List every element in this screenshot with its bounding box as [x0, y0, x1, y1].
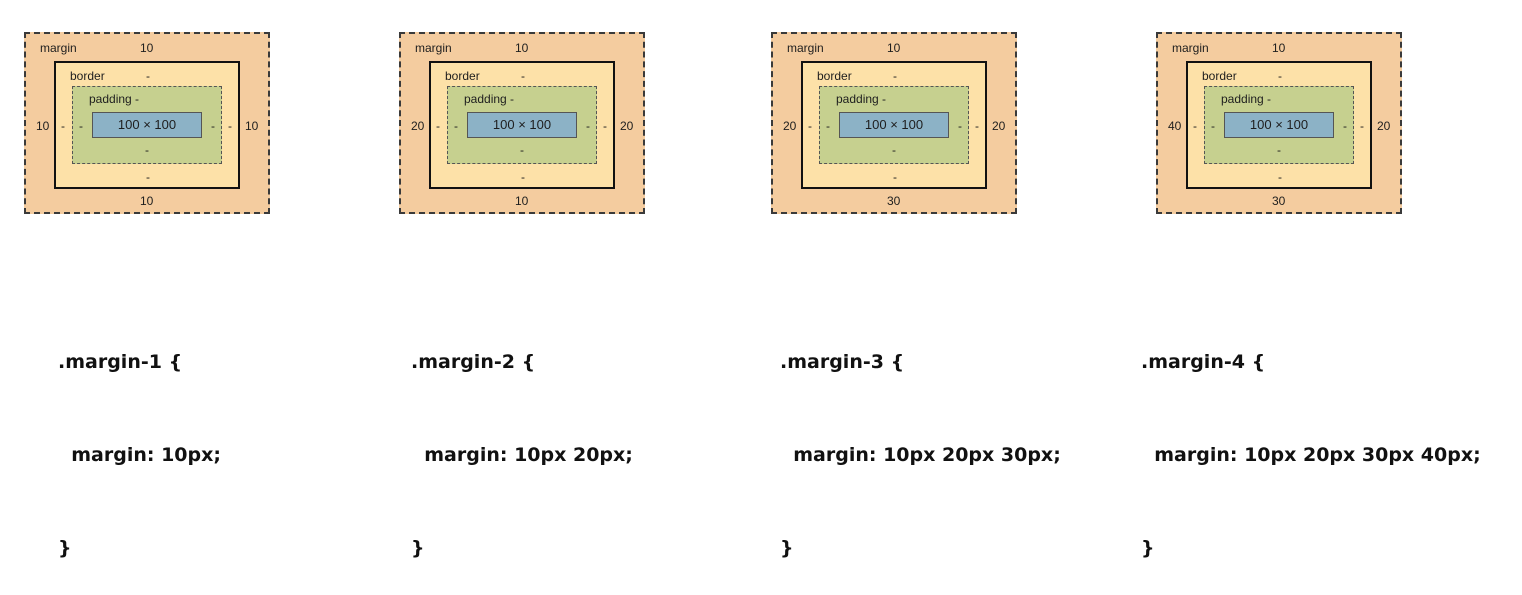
padding-label: padding -	[1221, 92, 1272, 106]
margin-right-value: 20	[1377, 119, 1391, 133]
margin-top-value: 10	[515, 41, 529, 55]
margin-label: margin	[1172, 41, 1209, 55]
code-snippet-2: .margin-2 { margin: 10px 20px; }	[411, 285, 633, 595]
code-close-brace: }	[780, 537, 794, 559]
padding-bottom-value: -	[1277, 143, 1281, 157]
padding-right-value: -	[211, 119, 215, 133]
padding-left-value: -	[1211, 119, 1215, 133]
padding-right-value: -	[958, 119, 962, 133]
border-label: border	[817, 69, 852, 83]
border-label: border	[1202, 69, 1237, 83]
padding-right-value: -	[586, 119, 590, 133]
border-top-value: -	[146, 69, 150, 83]
border-box: border - - - - padding - - - - 100 × 100	[54, 61, 240, 189]
margin-label: margin	[40, 41, 77, 55]
margin-left-value: 20	[411, 119, 425, 133]
border-box: border - - - - padding - - - - 100 × 100	[801, 61, 987, 189]
margin-top-value: 10	[887, 41, 901, 55]
border-right-value: -	[1360, 119, 1364, 133]
border-left-value: -	[808, 119, 812, 133]
margin-bottom-value: 30	[1272, 194, 1286, 208]
margin-left-value: 10	[36, 119, 50, 133]
padding-bottom-value: -	[145, 143, 149, 157]
code-declaration: margin: 10px 20px 30px 40px;	[1141, 444, 1481, 466]
border-top-value: -	[893, 69, 897, 83]
border-top-value: -	[1278, 69, 1282, 83]
code-declaration: margin: 10px 20px;	[411, 444, 633, 466]
box-model-diagram-1: margin 10 10 10 10 border - - - - paddin…	[24, 32, 270, 214]
margin-right-value: 10	[245, 119, 259, 133]
margin-bottom-value: 10	[515, 194, 529, 208]
code-close-brace: }	[411, 537, 425, 559]
code-snippet-1: .margin-1 { margin: 10px; }	[58, 285, 221, 595]
code-close-brace: }	[58, 537, 72, 559]
border-bottom-value: -	[893, 170, 897, 184]
box-model-diagram-2: margin 10 20 20 10 border - - - - paddin…	[399, 32, 645, 214]
content-box: 100 × 100	[839, 112, 949, 138]
padding-box: padding - - - - 100 × 100	[1204, 86, 1354, 164]
padding-bottom-value: -	[892, 143, 896, 157]
border-bottom-value: -	[521, 170, 525, 184]
border-label: border	[445, 69, 480, 83]
code-selector: .margin-4 {	[1141, 351, 1266, 373]
margin-bottom-value: 10	[140, 194, 154, 208]
border-box: border - - - - padding - - - - 100 × 100	[1186, 61, 1372, 189]
code-snippet-4: .margin-4 { margin: 10px 20px 30px 40px;…	[1141, 285, 1481, 595]
border-label: border	[70, 69, 105, 83]
padding-label: padding -	[89, 92, 140, 106]
border-bottom-value: -	[1278, 170, 1282, 184]
border-right-value: -	[228, 119, 232, 133]
border-bottom-value: -	[146, 170, 150, 184]
margin-left-value: 20	[783, 119, 797, 133]
padding-label: padding -	[464, 92, 515, 106]
margin-label: margin	[787, 41, 824, 55]
margin-right-value: 20	[992, 119, 1006, 133]
margin-top-value: 10	[1272, 41, 1286, 55]
padding-label: padding -	[836, 92, 887, 106]
border-left-value: -	[436, 119, 440, 133]
padding-right-value: -	[1343, 119, 1347, 133]
content-box: 100 × 100	[1224, 112, 1334, 138]
content-box: 100 × 100	[92, 112, 202, 138]
border-left-value: -	[1193, 119, 1197, 133]
margin-left-value: 40	[1168, 119, 1182, 133]
padding-bottom-value: -	[520, 143, 524, 157]
code-declaration: margin: 10px;	[58, 444, 221, 466]
padding-left-value: -	[79, 119, 83, 133]
code-declaration: margin: 10px 20px 30px;	[780, 444, 1061, 466]
margin-top-value: 10	[140, 41, 154, 55]
code-selector: .margin-2 {	[411, 351, 536, 373]
padding-left-value: -	[454, 119, 458, 133]
padding-box: padding - - - - 100 × 100	[819, 86, 969, 164]
content-box: 100 × 100	[467, 112, 577, 138]
border-right-value: -	[603, 119, 607, 133]
box-model-diagram-4: margin 10 40 20 30 border - - - - paddin…	[1156, 32, 1402, 214]
code-selector: .margin-3 {	[780, 351, 905, 373]
border-left-value: -	[61, 119, 65, 133]
code-snippet-3: .margin-3 { margin: 10px 20px 30px; }	[780, 285, 1061, 595]
padding-box: padding - - - - 100 × 100	[72, 86, 222, 164]
padding-left-value: -	[826, 119, 830, 133]
padding-box: padding - - - - 100 × 100	[447, 86, 597, 164]
code-close-brace: }	[1141, 537, 1155, 559]
border-top-value: -	[521, 69, 525, 83]
box-model-diagram-3: margin 10 20 20 30 border - - - - paddin…	[771, 32, 1017, 214]
border-box: border - - - - padding - - - - 100 × 100	[429, 61, 615, 189]
border-right-value: -	[975, 119, 979, 133]
margin-label: margin	[415, 41, 452, 55]
margin-right-value: 20	[620, 119, 634, 133]
margin-bottom-value: 30	[887, 194, 901, 208]
code-selector: .margin-1 {	[58, 351, 183, 373]
